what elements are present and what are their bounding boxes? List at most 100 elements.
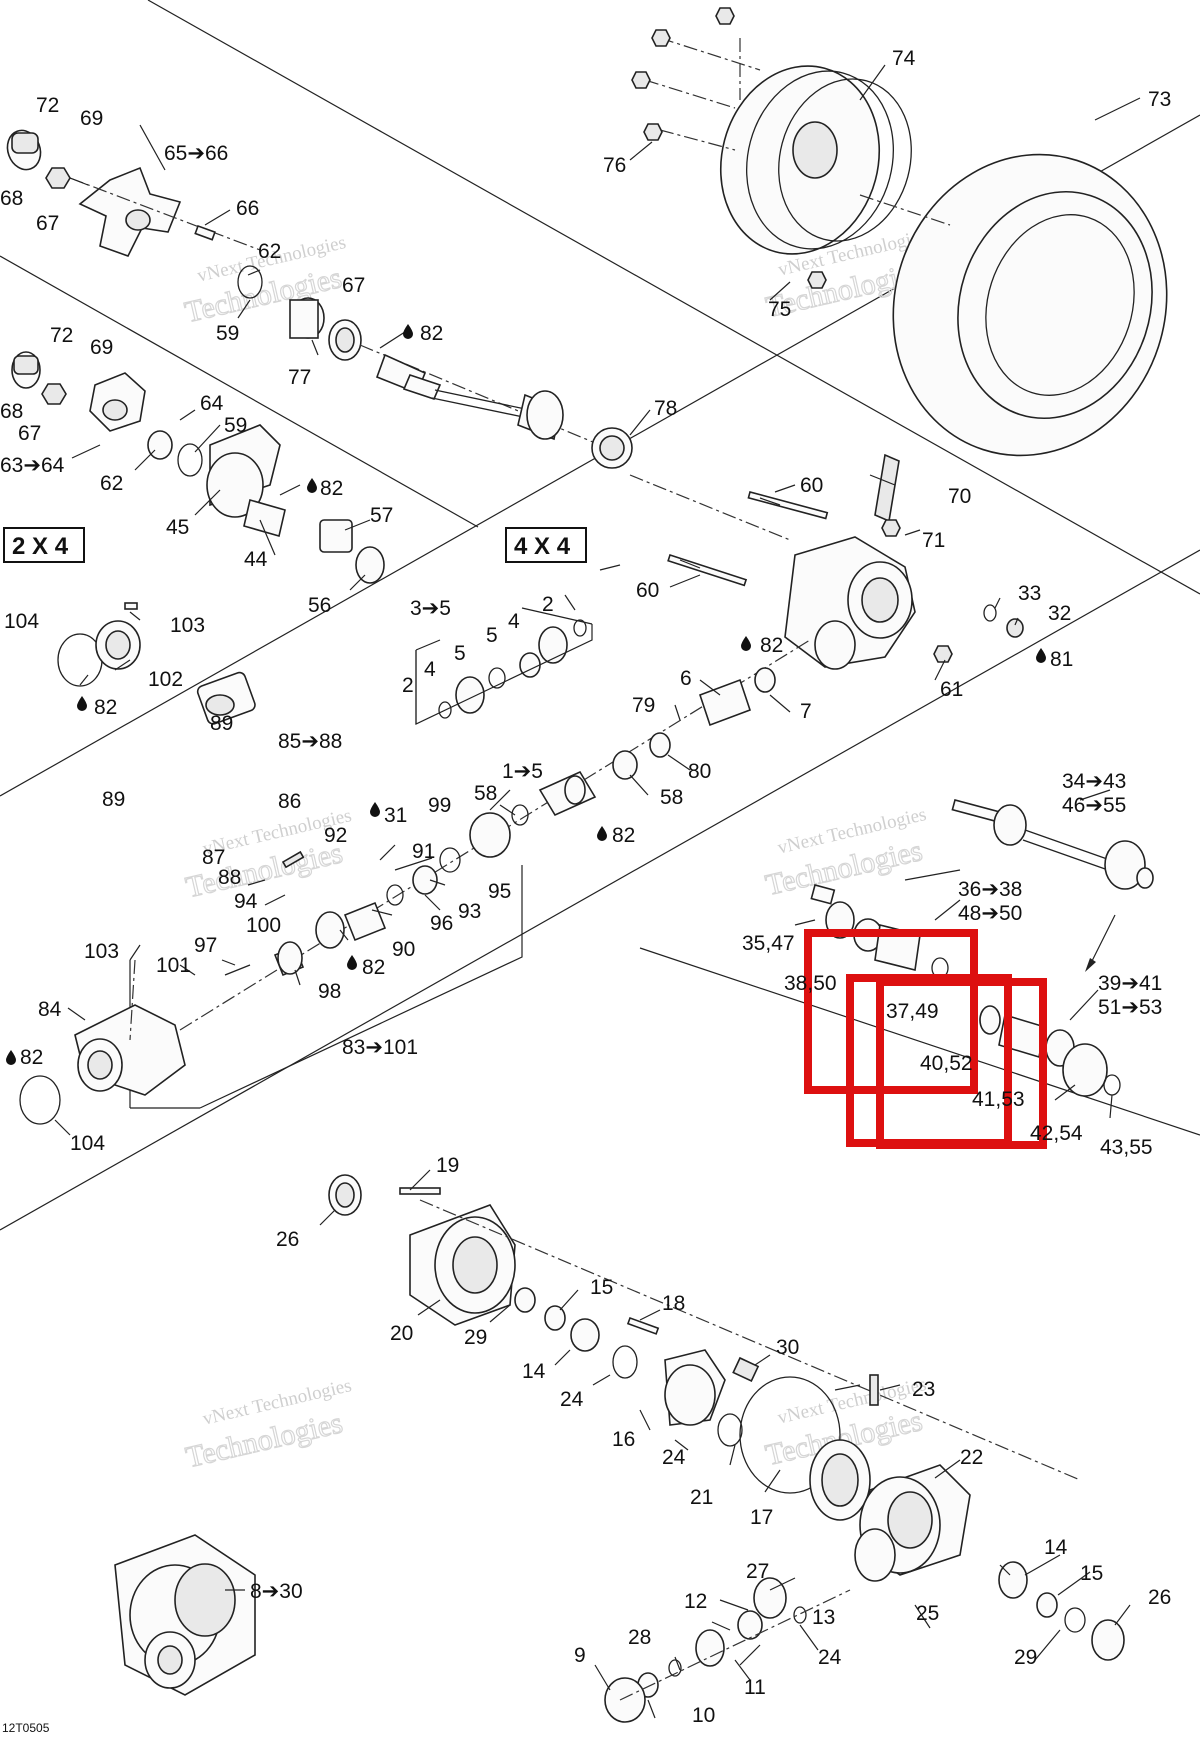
callout-39-41: 39➔41 (1098, 972, 1162, 995)
callout-104: 104 (4, 610, 39, 633)
callout-62: 62 (100, 472, 123, 495)
callout-88: 88 (218, 866, 241, 889)
callout-38-50: 38,50 (784, 972, 837, 995)
svg-text:4 X 4: 4 X 4 (514, 533, 571, 560)
callout-61: 61 (940, 678, 963, 701)
callout-103: 103 (170, 614, 205, 637)
hub-assembly-lower (11, 351, 385, 584)
callout-58: 58 (660, 786, 683, 809)
callout-80: 80 (688, 760, 711, 783)
callout-45: 45 (166, 516, 189, 539)
callout-58: 58 (474, 782, 497, 805)
callout-21: 21 (690, 1486, 713, 1509)
callout-32: 32 (1048, 602, 1071, 625)
drive-shaft-upper (359, 344, 633, 469)
callout-48-50: 48➔50 (958, 902, 1022, 925)
callout-14: 14 (522, 1360, 546, 1383)
callout-78: 78 (654, 397, 677, 420)
seal-housing (57, 602, 141, 687)
callout-labels: 72 69 65➔66 68 67 66 62 67 59 82 77 74 7… (0, 47, 1171, 1727)
callout-24: 24 (560, 1388, 584, 1411)
callout-56: 56 (308, 594, 331, 617)
callout-99: 99 (428, 794, 451, 817)
callout-89: 89 (102, 788, 125, 811)
callout-40-52: 40,52 (920, 1052, 973, 1075)
tire (892, 153, 1168, 457)
callout-41-53: 41,53 (972, 1088, 1025, 1111)
housing-lower-left (19, 959, 186, 1125)
callout-4: 4 (508, 610, 520, 633)
callout-11: 11 (744, 1676, 766, 1699)
callout-82: 82 (612, 824, 635, 847)
callout-75: 75 (768, 298, 791, 321)
callout-60: 60 (800, 474, 823, 497)
callout-15: 15 (590, 1276, 613, 1299)
callout-79: 79 (632, 694, 655, 717)
svg-text:2 X 4: 2 X 4 (12, 533, 69, 560)
callout-13: 13 (812, 1606, 835, 1629)
callout-72: 72 (50, 324, 73, 347)
callout-101: 101 (156, 954, 191, 977)
callout-96: 96 (430, 912, 453, 935)
callout-87: 87 (202, 846, 225, 869)
callout-86: 86 (278, 790, 301, 813)
callout-31: 31 (384, 804, 407, 827)
callout-84: 84 (38, 998, 62, 1021)
callout-104: 104 (70, 1132, 105, 1155)
callout-29: 29 (464, 1326, 487, 1349)
callout-2: 2 (402, 674, 414, 697)
callout-2: 2 (542, 593, 554, 616)
callout-82: 82 (320, 477, 343, 500)
callout-100: 100 (246, 914, 281, 937)
callout-67: 67 (342, 274, 365, 297)
callout-59: 59 (224, 414, 247, 437)
callout-82: 82 (760, 634, 783, 657)
callout-10: 10 (692, 1704, 715, 1727)
callout-7: 7 (800, 700, 812, 723)
callout-89: 89 (210, 712, 233, 735)
callout-76: 76 (603, 154, 626, 177)
front-differential (629, 453, 1024, 670)
callout-103: 103 (84, 940, 119, 963)
callout-63-64: 63➔64 (0, 454, 65, 477)
callout-73: 73 (1148, 88, 1171, 111)
callout-82: 82 (420, 322, 443, 345)
callout-15: 15 (1080, 1562, 1103, 1585)
callout-97: 97 (194, 934, 217, 957)
callout-71: 71 (922, 529, 945, 552)
lubricant-drop-icons (6, 324, 1046, 1065)
callout-95: 95 (488, 880, 511, 903)
center-shaft-assembly (179, 619, 811, 1031)
callout-57: 57 (370, 504, 393, 527)
callout-23: 23 (912, 1378, 935, 1401)
callout-91: 91 (412, 840, 435, 863)
callout-19: 19 (436, 1154, 459, 1177)
callout-66: 66 (236, 197, 259, 220)
callout-72: 72 (36, 94, 59, 117)
callout-67: 67 (36, 212, 59, 235)
callout-51-53: 51➔53 (1098, 996, 1162, 1019)
callout-26: 26 (1148, 1586, 1171, 1609)
callout-16: 16 (612, 1428, 635, 1451)
callout-62: 62 (258, 240, 281, 263)
callout-85-88: 85➔88 (278, 730, 342, 753)
callout-29: 29 (1014, 1646, 1037, 1669)
callout-93: 93 (458, 900, 481, 923)
callout-43-55: 43,55 (1100, 1136, 1153, 1159)
callout-81: 81 (1050, 648, 1073, 671)
callout-67: 67 (18, 422, 41, 445)
callout-20: 20 (390, 1322, 413, 1345)
wheel-rim (644, 37, 951, 255)
callout-18: 18 (662, 1292, 685, 1315)
section-label-4x4: 4 X 4 (505, 527, 587, 563)
callout-82: 82 (362, 956, 385, 979)
callout-94: 94 (234, 890, 258, 913)
callout-6: 6 (680, 667, 692, 690)
callout-27: 27 (746, 1560, 769, 1583)
callout-44: 44 (244, 548, 268, 571)
callout-14: 14 (1044, 1536, 1068, 1559)
callout-64: 64 (200, 392, 224, 415)
callout-69: 69 (90, 336, 113, 359)
highlight-boxes (804, 929, 1047, 1149)
